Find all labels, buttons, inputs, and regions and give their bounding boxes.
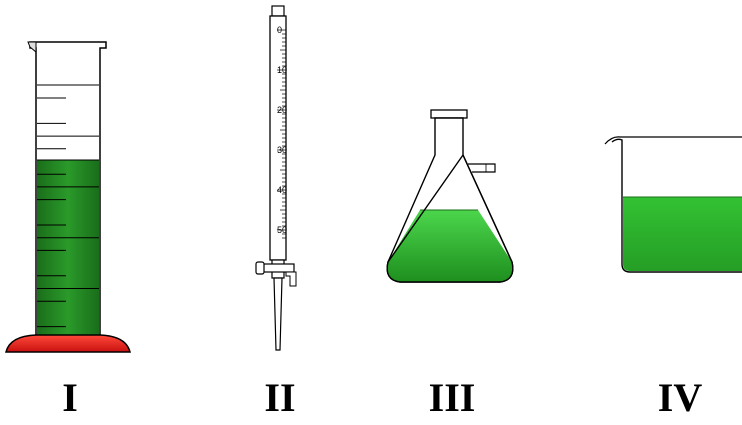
cylinder-liquid — [37, 160, 99, 335]
burette-stopcock-handle — [261, 263, 295, 273]
flask-outline — [386, 154, 514, 283]
label-cylinder: I — [62, 375, 78, 420]
burette-stopcock-clip — [285, 271, 297, 287]
cylinder-spout — [27, 41, 37, 54]
burette-scale-number: 50 — [277, 225, 287, 235]
burette-scale: 0 10 20 30 40 50 — [277, 25, 287, 235]
label-burette: II — [264, 375, 296, 420]
flask-liquid — [387, 210, 513, 282]
cylinder-base — [5, 334, 131, 353]
label-beaker: IV — [657, 375, 703, 420]
beaker-liquid — [623, 197, 742, 271]
burette-tip — [273, 277, 283, 351]
burette-scale-number: 0 — [277, 25, 282, 35]
burette-scale-number: 40 — [277, 185, 287, 195]
beaker — [604, 136, 742, 273]
burette-scale-number: 30 — [277, 145, 287, 155]
flask-rim — [430, 109, 468, 119]
cylinder-graduations — [37, 84, 99, 353]
burette-scale-number: 10 — [277, 65, 287, 75]
graduated-cylinder — [5, 41, 131, 353]
filter-flask — [386, 109, 514, 283]
burette-graduations — [277, 29, 286, 239]
flask-side-arm — [468, 163, 496, 173]
label-flask: III — [428, 375, 476, 420]
beaker-lip — [604, 136, 742, 145]
burette-top-rim — [271, 5, 285, 17]
burette: 0 10 20 30 40 50 — [255, 5, 297, 351]
burette-stopcock-knob — [255, 261, 265, 275]
burette-scale-number: 20 — [277, 105, 287, 115]
